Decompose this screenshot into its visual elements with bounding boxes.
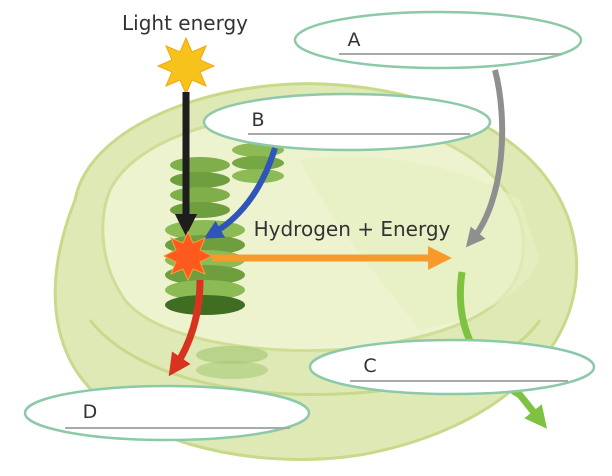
blank-d-letter: D: [83, 401, 98, 423]
blank-b[interactable]: B: [202, 92, 492, 152]
blank-a-outline: [293, 10, 583, 70]
a-arrow: [465, 69, 506, 248]
blank-b-letter: B: [251, 109, 264, 131]
blank-d[interactable]: D: [23, 384, 311, 442]
cut-surface: [300, 156, 540, 330]
blank-c-letter: C: [363, 355, 376, 377]
granum-bottom: [196, 346, 268, 379]
b-arrow: [203, 147, 278, 239]
blank-d-outline: [23, 384, 311, 442]
d-arrow: [168, 279, 204, 377]
sun-icon: [156, 36, 216, 96]
blank-b-outline: [202, 92, 492, 152]
light-energy-label: Light energy: [122, 11, 248, 35]
blank-c-outline: [308, 338, 596, 396]
blank-a[interactable]: A: [293, 10, 583, 70]
blank-c[interactable]: C: [308, 338, 596, 396]
reaction-burst-icon: [162, 230, 214, 282]
blank-a-letter: A: [348, 29, 361, 51]
hydrogen-energy-label: Hydrogen + Energy: [254, 217, 451, 241]
